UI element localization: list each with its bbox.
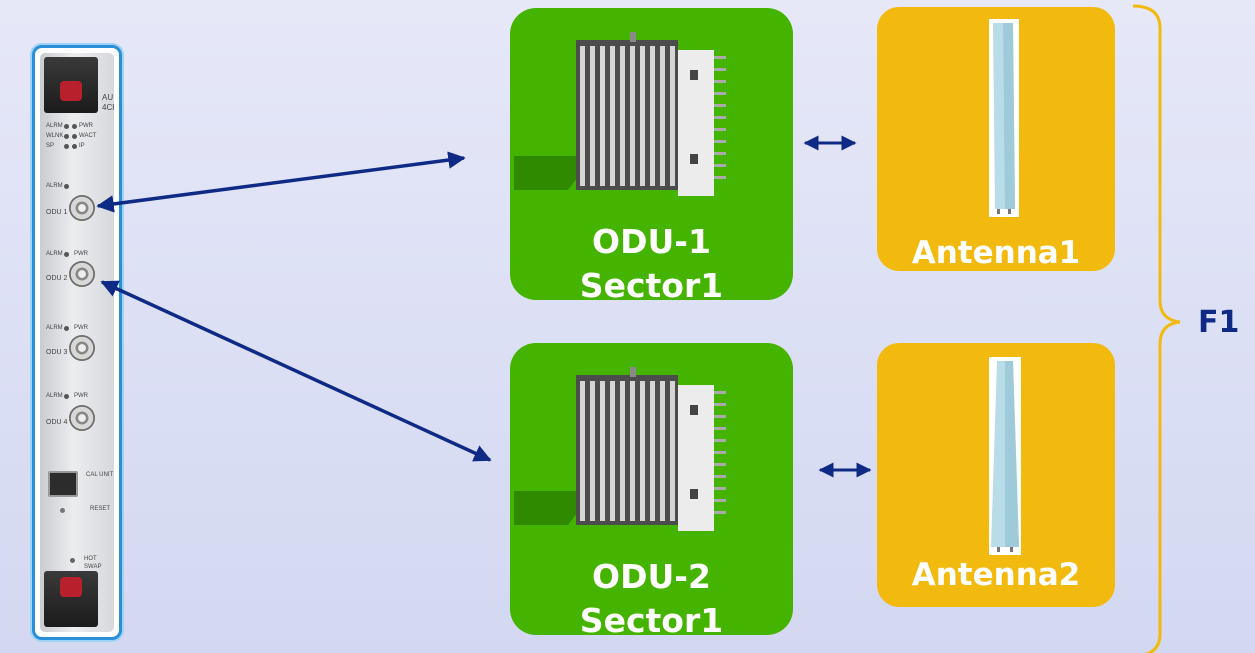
port-label-odu1: ODU 1 [46,209,68,216]
au-module-panel: AU 4CH ALRM PWR WLNK WACT SP IP ALRM ODU… [40,53,114,632]
hot-swap-led [70,558,75,563]
rj45-port[interactable] [48,471,78,497]
status-led [72,134,77,139]
status-led [64,134,69,139]
odu-2-unit-image [514,367,726,531]
port-led-label: PWR [74,325,88,331]
bottom-latch-button [60,577,82,597]
odu-1-sector: Sector1 [579,266,724,300]
top-latch [44,57,98,113]
port-label-odu4: ODU 4 [46,419,68,426]
port-led-label: PWR [74,251,88,257]
port-led-label: ALRM [46,393,63,399]
odu-1-box: ODU-1 Sector1 [510,8,793,300]
antenna-2-box: Antenna2 [877,343,1115,607]
odu-2-box: ODU-2 Sector1 [510,343,793,635]
antenna-2-image [989,357,1021,555]
port-led-label: ALRM [46,325,63,331]
port-led-label: PWR [74,393,88,399]
status-led [72,124,77,129]
port-led-label: ALRM [46,183,63,189]
port-label-odu2: ODU 2 [46,275,68,282]
hot-swap-label: HOT SWAP [84,556,102,570]
antenna-1-box: Antenna1 [877,7,1115,271]
bottom-latch [44,571,98,627]
antenna-1-label: Antenna1 [911,235,1081,271]
status-led-label: WACT [79,133,97,139]
odu-2-sector: Sector1 [579,601,724,635]
bnc-connector-odu2[interactable] [69,261,95,287]
port-led-label: ALRM [46,251,63,257]
status-led [72,144,77,149]
status-led-label: ALRM [46,123,63,129]
bnc-connector-odu3[interactable] [69,335,95,361]
au-label: AU [102,93,114,102]
cal-unit-label: CAL UNIT [86,472,114,478]
top-latch-button [60,81,82,101]
bnc-connector-odu4[interactable] [69,405,95,431]
antenna-1-image [989,19,1019,217]
group-label: F1 [1198,305,1240,340]
port-led [64,394,69,399]
status-led-label: WLNK [46,133,64,139]
odu-1-name: ODU-1 [592,222,711,261]
reset-label: RESET [90,506,111,512]
port-led [64,326,69,331]
reset-button[interactable] [60,508,65,513]
port-led [64,252,69,257]
odu-2-name: ODU-2 [592,557,711,596]
status-led-label: SP [46,143,55,149]
status-led [64,124,69,129]
link-au-odu1-arrow [96,151,466,213]
au-channels-label: 4CH [102,103,114,112]
port-led [64,184,69,189]
status-led [64,144,69,149]
bnc-connector-odu1[interactable] [69,195,95,221]
antenna-2-label: Antenna2 [911,557,1081,593]
group-brace [1132,4,1181,653]
link-au-odu2-arrow [100,280,492,462]
port-label-odu3: ODU 3 [46,349,68,356]
status-led-label: IP [79,143,85,149]
status-led-label: PWR [79,123,93,129]
odu-1-unit-image [514,32,726,196]
